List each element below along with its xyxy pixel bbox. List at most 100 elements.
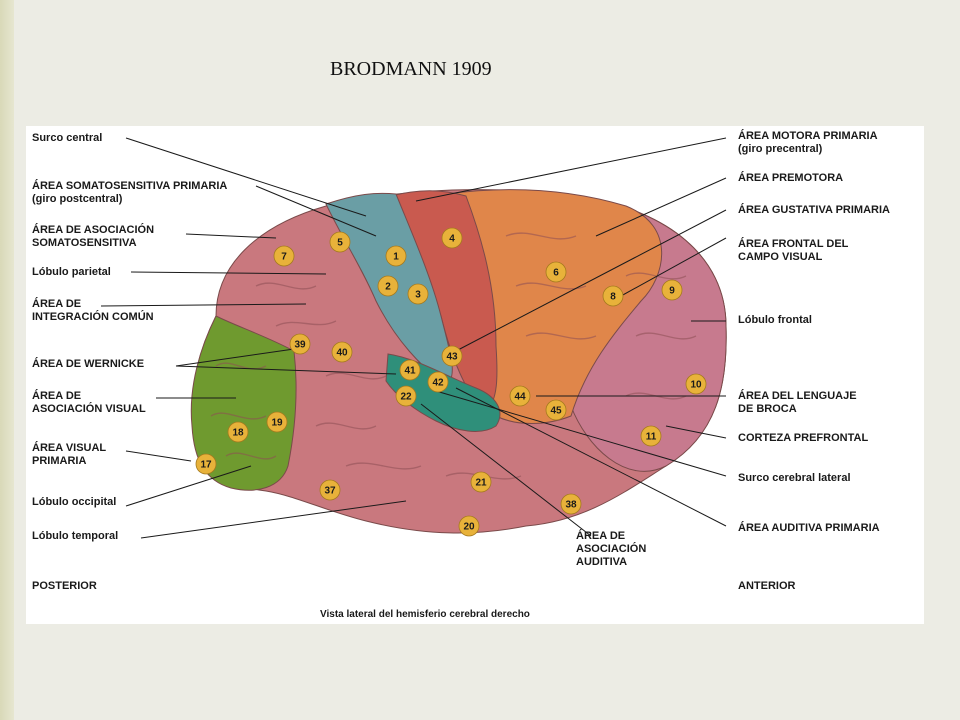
area-badge-6: 6 (545, 261, 567, 283)
area-badge-circle-1 (385, 245, 407, 267)
area-number-badges: 1234567891011171819202122373839404142434… (195, 227, 707, 537)
area-badge-number-22: 22 (400, 392, 412, 403)
area-badge-number-41: 41 (404, 366, 416, 377)
area-badge-circle-22 (395, 385, 417, 407)
label-posterior: POSTERIOR (32, 580, 97, 592)
area-badge-circle-45 (545, 399, 567, 421)
area-badge-circle-9 (661, 279, 683, 301)
area-badge-circle-10 (685, 373, 707, 395)
area-badge-1: 1 (385, 245, 407, 267)
area-badge-43: 43 (441, 345, 463, 367)
area-badge-circle-41 (399, 359, 421, 381)
area-badge-circle-6 (545, 261, 567, 283)
area-badge-number-18: 18 (232, 428, 244, 439)
left-label-3: Lóbulo parietal (32, 266, 111, 278)
area-badge-circle-40 (331, 341, 353, 363)
area-badge-22: 22 (395, 385, 417, 407)
area-badge-10: 10 (685, 373, 707, 395)
area-badge-number-3: 3 (415, 290, 421, 301)
area-badge-circle-20 (458, 515, 480, 537)
area-badge-2: 2 (377, 275, 399, 297)
right-label-6: CORTEZA PREFRONTAL (738, 432, 869, 444)
area-badge-circle-38 (560, 493, 582, 515)
right-label-4: Lóbulo frontal (738, 314, 812, 326)
area-badge-circle-11 (640, 425, 662, 447)
area-badge-39: 39 (289, 333, 311, 355)
area-badge-number-10: 10 (690, 380, 702, 391)
area-badge-7: 7 (273, 245, 295, 267)
area-badge-number-45: 45 (550, 406, 562, 417)
area-badge-number-8: 8 (610, 292, 616, 303)
leader-lines (100, 137, 727, 539)
area-badge-3: 3 (407, 283, 429, 305)
area-badge-21: 21 (470, 471, 492, 493)
area-badge-40: 40 (331, 341, 353, 363)
area-badge-number-9: 9 (669, 286, 675, 297)
area-badge-circle-5 (329, 231, 351, 253)
area-badge-44: 44 (509, 385, 531, 407)
right-label-1: ÁREA PREMOTORA (738, 172, 844, 184)
area-badge-circle-37 (319, 479, 341, 501)
area-badge-42: 42 (427, 371, 449, 393)
area-badge-number-1: 1 (393, 252, 399, 263)
right-label-0: ÁREA MOTORA PRIMARIA(giro precentral) (738, 130, 878, 155)
area-badge-8: 8 (602, 285, 624, 307)
area-badge-circle-43 (441, 345, 463, 367)
gyri-texture (210, 232, 697, 480)
brain-illustration: 1234567891011171819202122373839404142434… (100, 137, 727, 539)
left-label-8: Lóbulo occipital (32, 496, 117, 508)
figure-caption: Vista lateral del hemisferio cerebral de… (320, 609, 530, 620)
area-badge-37: 37 (319, 479, 341, 501)
right-label-8: ÁREA AUDITIVA PRIMARIA (738, 522, 880, 534)
area-badge-number-4: 4 (449, 234, 455, 245)
area-badge-number-19: 19 (271, 418, 283, 429)
area-badge-number-38: 38 (565, 500, 577, 511)
area-badge-circle-42 (427, 371, 449, 393)
area-badge-number-11: 11 (646, 432, 657, 443)
area-badge-circle-8 (602, 285, 624, 307)
area-badge-circle-21 (470, 471, 492, 493)
area-badge-4: 4 (441, 227, 463, 249)
area-badge-circle-17 (195, 453, 217, 475)
right-label-7: Surco cerebral lateral (738, 472, 851, 484)
area-badge-45: 45 (545, 399, 567, 421)
area-badge-number-2: 2 (385, 282, 391, 293)
area-badge-circle-3 (407, 283, 429, 305)
area-badge-circle-2 (377, 275, 399, 297)
area-badge-number-17: 17 (200, 460, 212, 471)
label-anterior: ANTERIOR (738, 580, 796, 592)
area-badge-number-39: 39 (294, 340, 306, 351)
area-badge-number-37: 37 (324, 486, 336, 497)
area-badge-5: 5 (329, 231, 351, 253)
left-label-1: ÁREA SOMATOSENSITIVA PRIMARIA(giro postc… (32, 180, 228, 205)
slide-side-bar (0, 0, 14, 720)
area-badge-circle-7 (273, 245, 295, 267)
area-badge-circle-44 (509, 385, 531, 407)
area-badge-number-21: 21 (475, 478, 487, 489)
area-badge-number-5: 5 (337, 238, 343, 249)
area-badge-number-43: 43 (446, 352, 458, 363)
area-badge-number-6: 6 (553, 268, 559, 279)
area-badge-20: 20 (458, 515, 480, 537)
area-badge-18: 18 (227, 421, 249, 443)
area-badge-number-20: 20 (463, 522, 475, 533)
area-badge-circle-39 (289, 333, 311, 355)
area-badge-number-42: 42 (432, 378, 444, 389)
area-badge-11: 11 (640, 425, 662, 447)
area-badge-9: 9 (661, 279, 683, 301)
area-badge-circle-18 (227, 421, 249, 443)
left-label-0: Surco central (32, 132, 103, 144)
area-badge-19: 19 (266, 411, 288, 433)
area-badge-38: 38 (560, 493, 582, 515)
area-badge-circle-4 (441, 227, 463, 249)
area-badge-circle-19 (266, 411, 288, 433)
left-label-5: ÁREA DE WERNICKE (32, 358, 145, 370)
